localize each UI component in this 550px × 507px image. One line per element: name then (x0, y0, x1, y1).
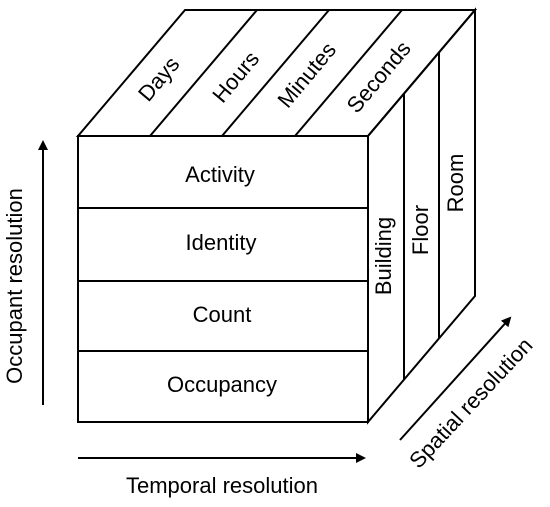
temporal-axis-label: Temporal resolution (126, 473, 318, 498)
spatial-label-building: Building (371, 217, 396, 295)
temporal-label-minutes: Minutes (272, 37, 341, 112)
spatial-axis-label: Spatial resolution (404, 333, 537, 473)
column-divider (149, 9, 258, 137)
spatial-labels: Building Floor Room (371, 154, 468, 295)
spatial-label-floor: Floor (408, 205, 433, 255)
column-divider (221, 9, 330, 137)
cube-outline (75, 7, 478, 425)
occupant-label-count: Count (193, 302, 252, 327)
column-divider (294, 9, 403, 137)
occupant-axis-label: Occupant resolution (2, 188, 27, 384)
occupant-label-activity: Activity (185, 162, 255, 187)
occupant-label-identity: Identity (186, 230, 257, 255)
spatial-axis-arrow (399, 316, 512, 441)
axis-arrows (38, 140, 512, 463)
spatial-label-room: Room (443, 154, 468, 213)
temporal-label-days: Days (133, 52, 184, 106)
temporal-label-hours: Hours (207, 46, 264, 107)
occupant-labels: Activity Identity Count Occupancy (167, 162, 277, 397)
occupant-label-occupancy: Occupancy (167, 372, 277, 397)
